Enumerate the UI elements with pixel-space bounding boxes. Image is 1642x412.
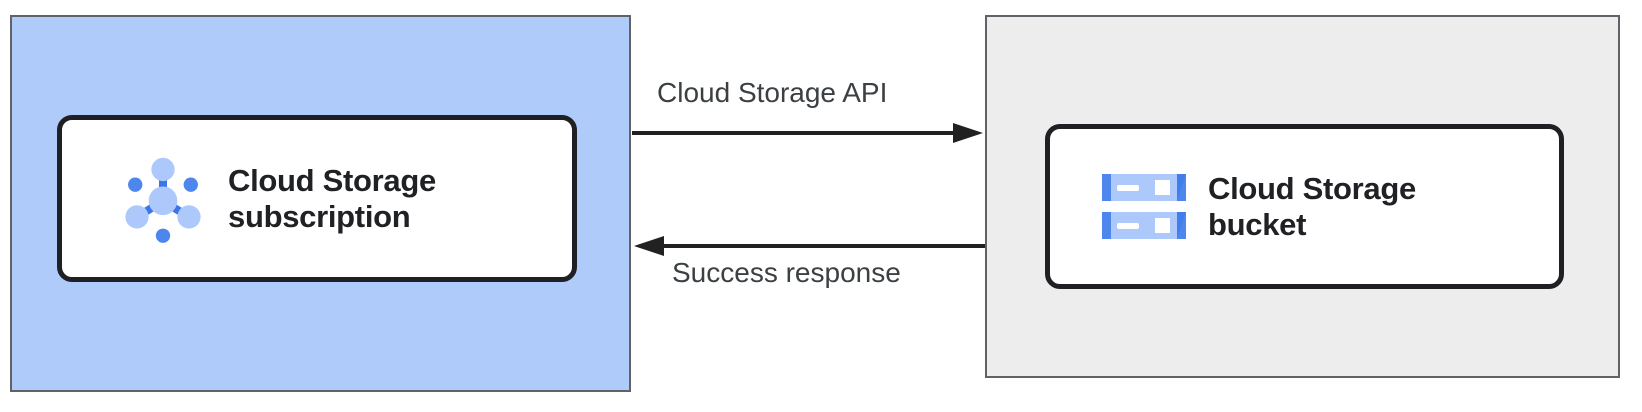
request-arrow [632, 123, 983, 143]
cloud-storage-bucket-node: Cloud Storage bucket [1045, 124, 1564, 289]
response-arrow [634, 236, 985, 256]
cloud-storage-subscription-node: Cloud Storage subscription [57, 115, 577, 282]
pubsub-icon [125, 157, 201, 243]
bucket-zone: Cloud Storage bucket [985, 15, 1620, 378]
request-arrow-label: Cloud Storage API [657, 77, 888, 108]
response-arrow-label: Success response [672, 257, 901, 288]
cloud-storage-bucket-icon [1102, 173, 1186, 239]
subscription-node-title: Cloud Storage subscription [228, 162, 436, 234]
bucket-node-title: Cloud Storage bucket [1208, 170, 1416, 242]
subscription-zone: Cloud Storage subscription [10, 15, 631, 392]
